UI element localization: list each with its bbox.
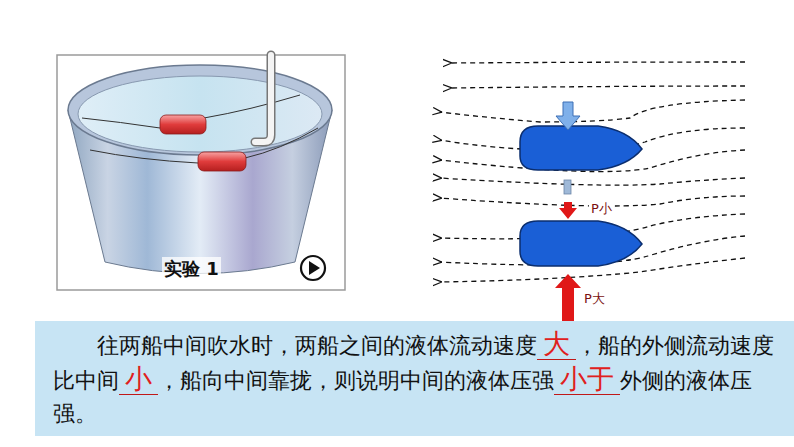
boat [520, 126, 642, 266]
flow-line [450, 62, 745, 63]
answer-blank: 小于 [554, 363, 620, 395]
text-band: 往两船中间吹水时，两船之间的液体流动速度大，船的外侧流动速度比中间小，船向中间靠… [35, 321, 794, 436]
thread [82, 95, 318, 163]
flow-line [450, 86, 745, 88]
sentence-part: 往两船中间吹水时，两船之间的液体流动速度 [97, 333, 537, 358]
basin [68, 65, 332, 274]
experiment-label: 实验 1 [162, 257, 221, 281]
flow-lines [440, 62, 745, 282]
answer-blank: 小 [119, 363, 158, 395]
answer-blank: 大 [537, 328, 576, 360]
force-arrow [555, 102, 581, 325]
play-icon [301, 256, 325, 280]
sentence-part: ，船向中间靠拢，则说明中间的液体压强 [158, 368, 554, 393]
explanation: 往两船中间吹水时，两船之间的液体流动速度大，船的外侧流动速度比中间小，船向中间靠… [53, 327, 780, 430]
pressure-label: P大 [582, 290, 607, 308]
flow-line [440, 100, 745, 122]
float-boat [160, 115, 246, 171]
flow-line [440, 178, 745, 185]
pressure-label: P小 [589, 200, 614, 218]
photo-frame [57, 55, 345, 290]
straw [255, 55, 271, 142]
